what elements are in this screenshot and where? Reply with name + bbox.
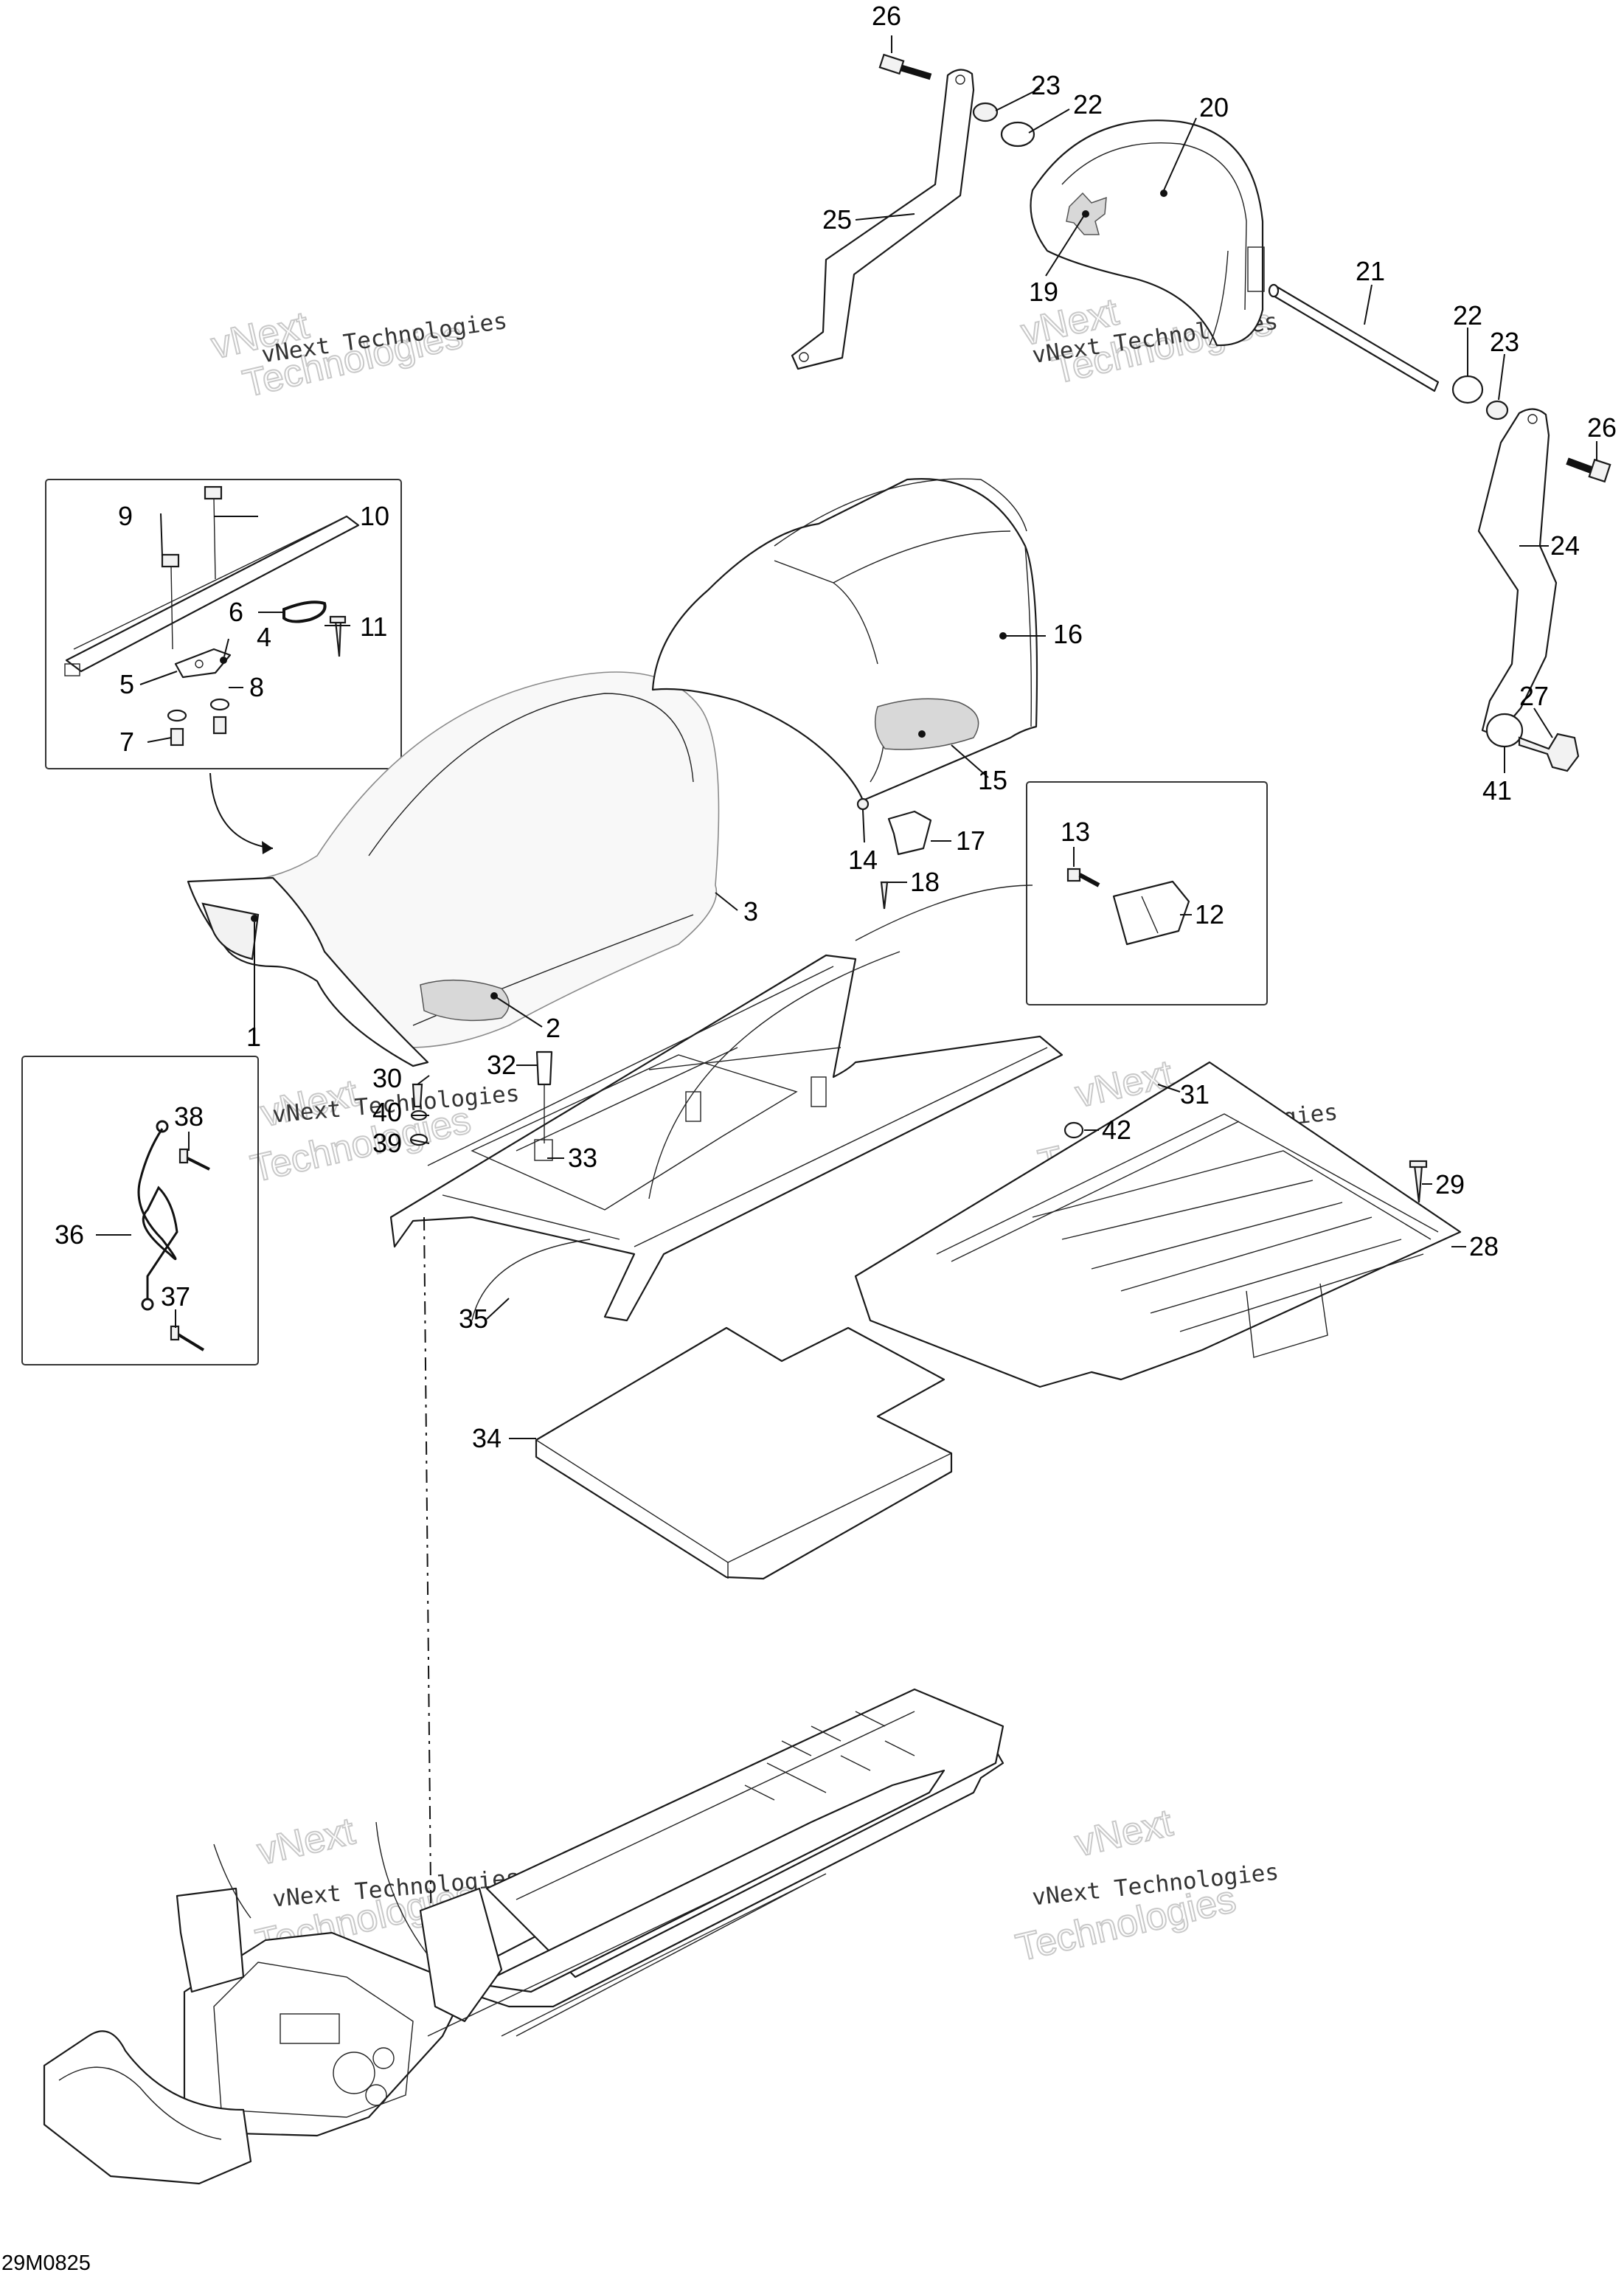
rivet-38 (184, 1155, 210, 1171)
centerline (423, 1216, 432, 1963)
rod-21 (1271, 285, 1440, 392)
svg-text:vNext: vNext (1071, 1801, 1176, 1866)
callout-5: 5 (119, 669, 134, 699)
callout-38: 38 (174, 1101, 204, 1132)
detail-box-hardware (45, 479, 402, 769)
callout-16: 16 (1053, 619, 1083, 649)
diagram-code: 29M0825 (1, 2251, 91, 2275)
washer-22-top (1000, 121, 1035, 148)
callout-6: 6 (229, 597, 243, 627)
callout-2: 2 (546, 1013, 561, 1043)
callout-22-top: 22 (1073, 89, 1103, 120)
bolt-26-top (878, 53, 932, 80)
callout-24: 24 (1550, 530, 1580, 561)
callout-30: 30 (372, 1063, 402, 1093)
backrest-bracket-left-25 (791, 69, 975, 370)
callout-3: 3 (743, 896, 758, 927)
knob-27 (1518, 733, 1580, 772)
callout-13: 13 (1061, 817, 1090, 847)
callout-22-right: 22 (1453, 300, 1482, 330)
callout-35: 35 (459, 1304, 488, 1334)
callout-8: 8 (249, 672, 264, 702)
callout-40: 40 (372, 1097, 402, 1127)
callout-18: 18 (910, 867, 940, 897)
callout-42: 42 (1102, 1115, 1131, 1145)
callout-17: 17 (956, 825, 985, 856)
callout-31: 31 (1180, 1079, 1210, 1109)
callout-21: 21 (1356, 256, 1385, 286)
bracket-17 (887, 810, 932, 856)
callout-labels: 26 25 23 22 20 19 21 22 23 26 24 27 41 1… (55, 1, 1617, 1453)
bolt-26-right (1566, 457, 1611, 483)
callout-29: 29 (1435, 1169, 1465, 1199)
washer-41 (1485, 713, 1524, 748)
nut-9b (204, 485, 223, 500)
rivet-18 (880, 881, 889, 910)
callout-28: 28 (1469, 1231, 1499, 1261)
rail-10 (65, 515, 360, 673)
washer-22-right (1451, 375, 1484, 404)
callout-32: 32 (487, 1050, 516, 1080)
callout-26-top: 26 (872, 1, 901, 31)
bracket-33 (534, 1139, 553, 1161)
rivet-11 (334, 620, 342, 657)
svg-text:vNext: vNext (254, 1810, 359, 1874)
washer-23-top (972, 102, 999, 122)
detail-box-hinge (1026, 781, 1268, 1005)
backrest-pad-20 (1030, 120, 1264, 347)
callout-12: 12 (1195, 899, 1224, 929)
leader-lines (96, 35, 1597, 1439)
callout-9: 9 (118, 501, 133, 531)
screw-13 (1066, 868, 1100, 887)
callout-1: 1 (246, 1022, 261, 1052)
clip-6 (282, 600, 327, 623)
storage-tray-28 (854, 1061, 1462, 1388)
cable-36 (137, 1128, 178, 1298)
detail-box-cable (21, 1056, 259, 1365)
callout-20: 20 (1199, 92, 1229, 122)
callout-23-right: 23 (1490, 327, 1519, 357)
callout-7: 7 (119, 727, 134, 757)
callout-23-top: 23 (1031, 70, 1061, 100)
callout-34: 34 (472, 1423, 502, 1453)
rivet-29 (1413, 1164, 1423, 1203)
part-32 (535, 1050, 553, 1086)
bolt-30 (412, 1083, 423, 1108)
callout-41: 41 (1482, 775, 1512, 806)
callout-10: 10 (360, 501, 389, 531)
bolt-8 (212, 716, 227, 735)
callout-25: 25 (822, 204, 852, 235)
hinge-12 (1112, 880, 1190, 946)
callout-11: 11 (360, 612, 387, 642)
callout-27: 27 (1519, 681, 1549, 711)
callout-36: 36 (55, 1219, 84, 1250)
callout-15: 15 (978, 765, 1007, 795)
backrest-bracket-right-24 (1477, 408, 1558, 738)
foam-2 (420, 979, 510, 1022)
nut-9a (161, 553, 180, 568)
callout-19: 19 (1029, 277, 1058, 307)
chassis (43, 1688, 1004, 2185)
callout-26-right: 26 (1587, 412, 1617, 443)
washer-23-right (1485, 400, 1509, 420)
rivet-37 (176, 1332, 205, 1351)
callout-37: 37 (161, 1281, 190, 1312)
callout-4: 4 (257, 622, 271, 652)
callout-14: 14 (848, 845, 878, 875)
plug-42 (1063, 1121, 1084, 1139)
callout-39: 39 (372, 1128, 402, 1158)
pad-34 (535, 1326, 953, 1580)
callout-33: 33 (568, 1143, 597, 1173)
bolt-7 (170, 727, 184, 747)
foam-15 (874, 698, 979, 750)
